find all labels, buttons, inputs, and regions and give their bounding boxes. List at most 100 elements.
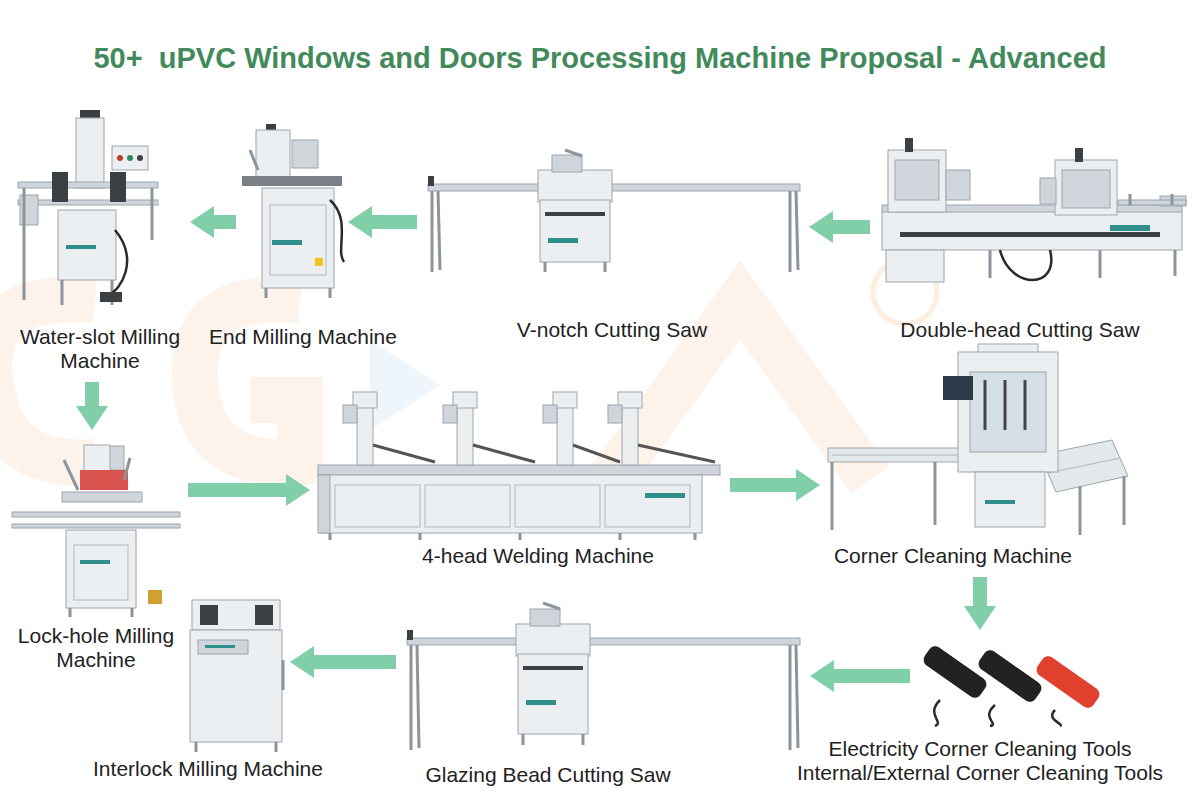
title: 50+ uPVC Windows and Doors Processing Ma… — [0, 40, 1200, 76]
water-slot-milling-machine — [76, 118, 104, 188]
water-slot-milling-machine — [61, 280, 64, 305]
double-head-saw — [1062, 170, 1110, 208]
four-head-welding-machine — [619, 533, 622, 540]
machine-label: V-notch Cutting Saw — [482, 318, 742, 342]
double-head-saw — [1099, 250, 1102, 278]
v-notch-saw — [565, 150, 582, 156]
v-notch-saw — [548, 238, 578, 243]
four-head-welding-machine — [329, 533, 332, 540]
corner-cleaning-machine — [943, 376, 973, 400]
corner-cleaning-machine — [1123, 476, 1126, 525]
end-milling-machine — [242, 124, 344, 298]
machine-node: Corner Cleaning Machine — [826, 342, 1130, 571]
corner-cleaning-machine — [934, 462, 937, 525]
four-head-welding-machine — [343, 405, 357, 423]
corner-cleaning-machine — [828, 344, 1128, 535]
flow-arrow — [730, 478, 796, 492]
lock-hole-milling-machine — [12, 524, 180, 528]
four-head-welding-machine — [443, 405, 457, 423]
corner-cleaning-machine — [970, 372, 1046, 452]
double-head-saw — [888, 150, 946, 212]
water-slot-milling-machine — [151, 188, 154, 240]
v-notch-saw — [604, 262, 607, 272]
water-slot-milling-machine — [52, 172, 68, 202]
four-head-welding-machine — [373, 445, 435, 462]
lock-hole-milling-machine — [69, 608, 72, 617]
interlock-milling-machine — [255, 605, 273, 625]
machine-node: Lock-hole Milling Machine — [10, 436, 182, 620]
water-slot-milling-machine — [23, 188, 26, 300]
machine-node: Interlock Milling Machine — [184, 594, 284, 754]
four-head-welding-machine — [608, 405, 622, 423]
lock-hole-milling-machine — [80, 470, 128, 490]
lock-hole-milling-machine — [148, 590, 162, 604]
v-notch-saw — [789, 191, 792, 272]
double-head-saw — [882, 138, 1186, 282]
end-milling-machine — [250, 150, 258, 170]
four-head-welding-machine — [519, 533, 522, 540]
machine-node: V-notch Cutting Saw — [423, 148, 803, 274]
corner-cleaning-machine — [984, 380, 987, 430]
double-head-saw — [1040, 178, 1056, 204]
interlock-milling-machine — [282, 660, 285, 690]
watermark — [0, 299, 95, 463]
machine-label: Corner Cleaning Machine — [803, 544, 1103, 568]
flow-arrow — [188, 483, 286, 497]
corner-cleaning-machine — [832, 455, 972, 456]
lock-hole-milling-machine — [62, 492, 142, 502]
corner-cleaning-tools — [921, 643, 989, 700]
v-notch-saw — [538, 170, 612, 202]
machine-label: Internal/External Corner Cleaning Tools — [770, 761, 1190, 785]
v-notch-saw — [552, 155, 582, 172]
v-notch-saw — [545, 212, 605, 216]
double-head-saw — [1174, 250, 1177, 276]
four-head-welding-machine — [573, 445, 620, 462]
double-head-saw — [989, 250, 992, 278]
corner-cleaning-tools — [921, 643, 1102, 726]
glazing-bead-saw — [796, 645, 798, 748]
end-milling-machine — [242, 176, 342, 186]
flow-arrow — [314, 655, 396, 669]
water-slot-milling-machine — [110, 230, 127, 294]
four-head-welding-machine — [543, 405, 557, 423]
double-head-saw — [905, 138, 913, 152]
v-notch-saw — [428, 176, 434, 186]
corner-cleaning-tools — [1034, 653, 1102, 710]
end-milling-machine — [265, 288, 268, 298]
glazing-bead-saw — [543, 603, 560, 609]
flow-arrow — [833, 220, 870, 234]
corner-cleaning-machine — [828, 448, 975, 462]
double-head-saw — [886, 250, 944, 282]
four-head-welding-machine — [425, 485, 510, 527]
machine-node: Electricity Corner Cleaning ToolsInterna… — [916, 636, 1114, 728]
flow-arrow — [973, 577, 987, 606]
four-head-welding-machine — [320, 475, 702, 533]
water-slot-milling-machine — [112, 146, 148, 170]
lock-hole-milling-machine — [124, 458, 130, 480]
lock-hole-milling-machine — [74, 545, 128, 600]
v-notch-saw — [438, 191, 440, 270]
water-slot-milling-machine — [66, 245, 96, 249]
corner-cleaning-machine — [1079, 486, 1082, 535]
four-head-welding-machine — [557, 400, 573, 465]
four-head-welding-machine — [318, 392, 720, 540]
end-milling-machine — [329, 288, 332, 298]
double-head-saw — [1055, 160, 1117, 215]
end-milling-machine — [272, 240, 302, 245]
interlock-milling-machine — [198, 640, 248, 654]
four-head-welding-machine — [515, 485, 600, 527]
flow-arrow — [85, 382, 99, 406]
glazing-bead-saw — [523, 666, 583, 670]
machine-label: Glazing Bead Cutting Saw — [388, 763, 708, 787]
v-notch-saw — [428, 184, 800, 191]
four-head-welding-machine — [638, 445, 715, 462]
interlock-milling-machine — [190, 600, 283, 752]
machine-label: Water-slot Milling Machine — [10, 325, 190, 373]
four-head-welding-machine — [605, 485, 690, 527]
flow-arrow — [834, 669, 910, 683]
machine-node: 4-head Welding Machine — [316, 384, 724, 540]
machine-label: Interlock Milling Machine — [68, 757, 348, 781]
machine-label: Double-head Cutting Saw — [870, 318, 1170, 342]
corner-cleaning-machine — [985, 500, 1015, 504]
four-head-welding-machine — [645, 493, 685, 498]
